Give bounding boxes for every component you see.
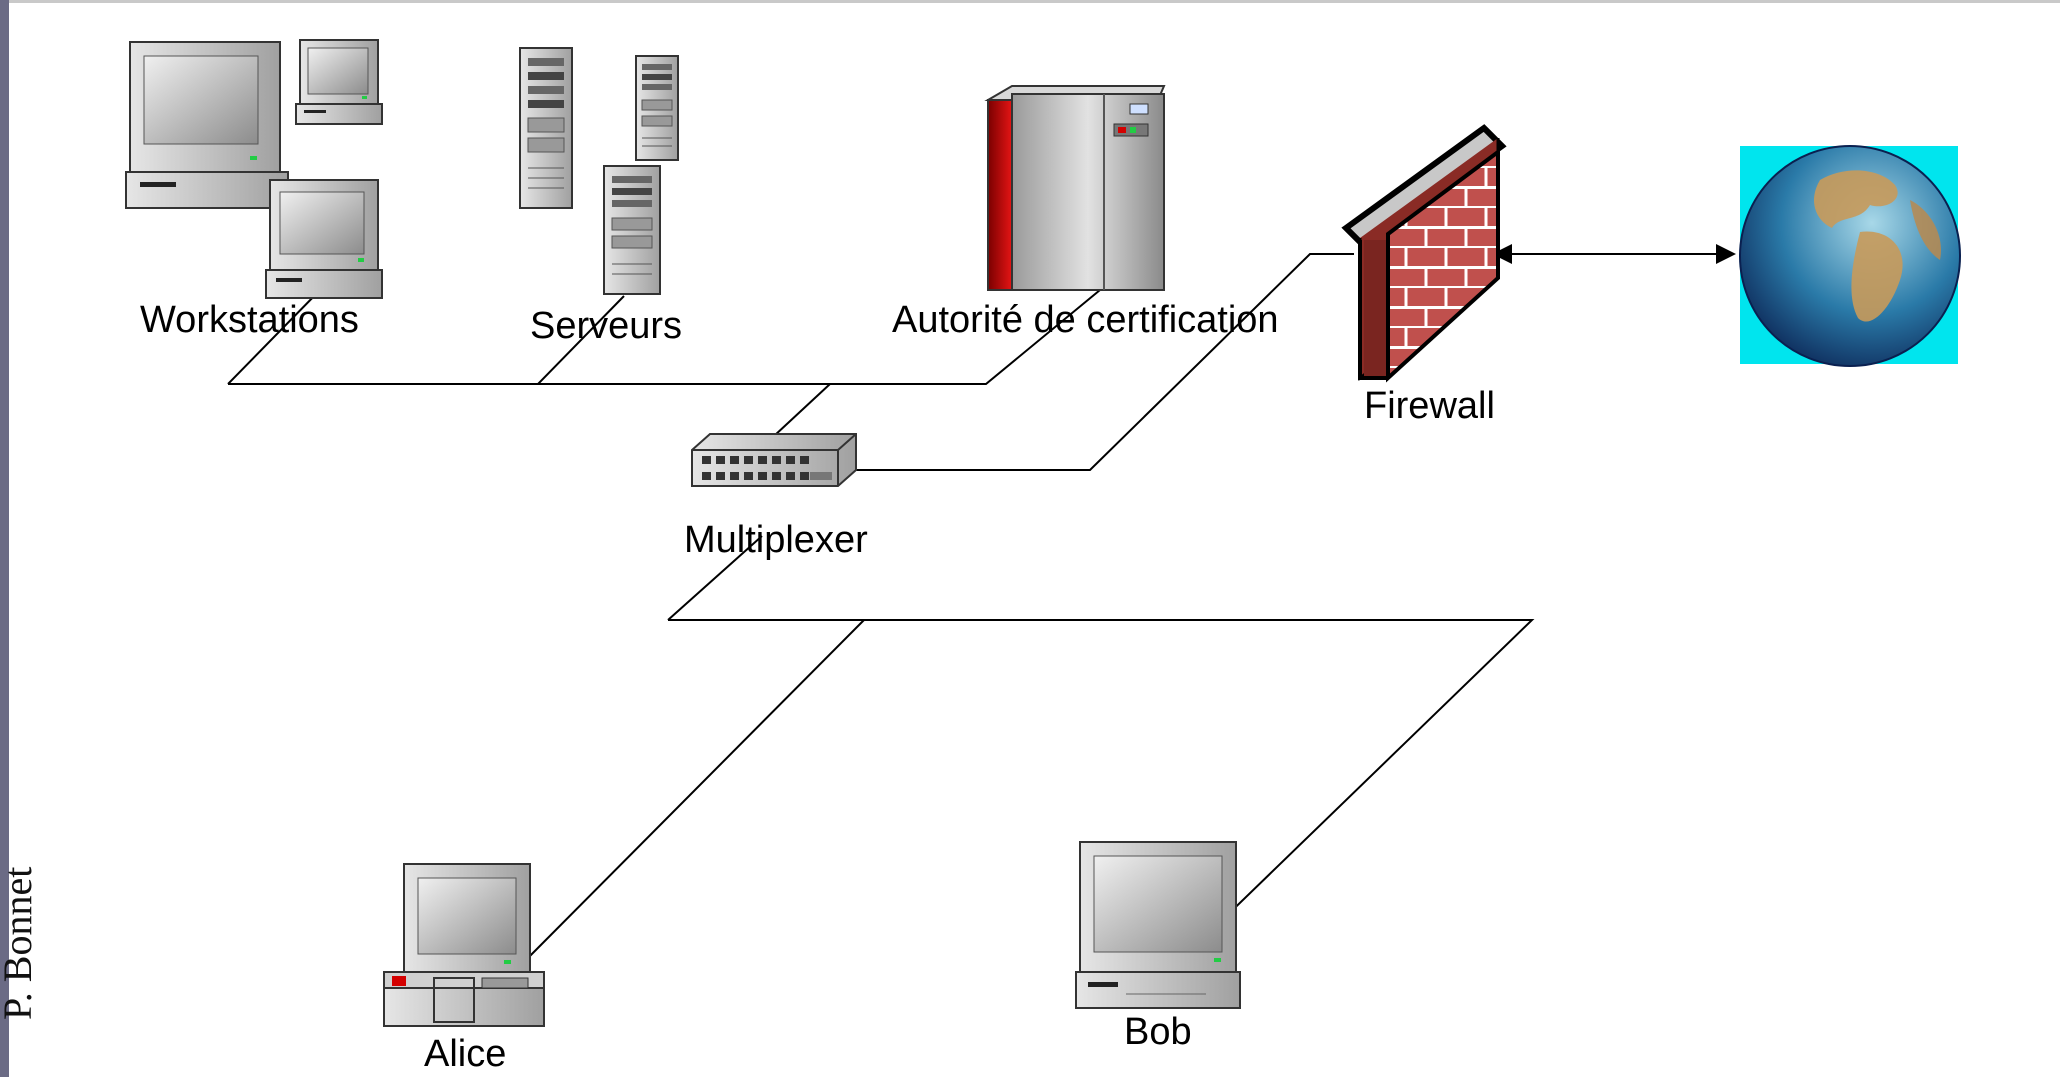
alice-link	[515, 619, 865, 971]
autorite-label: Autorité de certification	[892, 299, 1279, 341]
firewall-icon-group[interactable]: Firewall	[1341, 124, 1507, 427]
network-links	[227, 244, 1736, 991]
internet-globe-group[interactable]	[1739, 145, 1961, 367]
multiplexer-label: Multiplexer	[684, 519, 868, 561]
alice-label: Alice	[424, 1033, 506, 1075]
desktop-computer-icon	[265, 179, 383, 299]
brick-wall-icon	[1341, 124, 1507, 383]
lan-bus-line	[668, 619, 1535, 991]
backbone-line	[228, 289, 1101, 385]
mainframe-icon	[984, 85, 1166, 291]
tower-server-icon	[603, 165, 661, 295]
workstations-label: Workstations	[140, 299, 359, 341]
tower-server-icon	[519, 47, 573, 209]
workstations-link	[227, 287, 323, 385]
workstations-icon-group[interactable]: Workstations	[125, 39, 383, 341]
desktop-computer-icon	[295, 39, 383, 125]
network-hub-icon	[691, 433, 857, 487]
left-sidebar-bar	[0, 0, 9, 1077]
serveurs-label: Serveurs	[530, 305, 682, 347]
serveurs-link	[537, 295, 625, 385]
multiplexer-to-lan-link	[667, 535, 763, 621]
multiplexer-to-firewall-link	[850, 253, 1354, 471]
backbone-to-multiplexer-link	[773, 383, 831, 437]
desktop-computer-icon	[125, 41, 289, 209]
globe-icon	[1739, 145, 1961, 367]
desktop-computer-icon	[383, 863, 545, 1027]
alice-icon-group[interactable]: Alice	[383, 863, 545, 1075]
firewall-label: Firewall	[1364, 385, 1495, 427]
bob-icon-group[interactable]: Bob	[1075, 841, 1241, 1053]
top-rule	[0, 0, 2060, 3]
bob-label: Bob	[1124, 1011, 1192, 1053]
autorite-icon-group[interactable]: Autorité de certification	[892, 85, 1279, 341]
tower-server-icon	[635, 55, 679, 161]
serveurs-icon-group[interactable]: Serveurs	[519, 47, 682, 347]
desktop-computer-icon	[1075, 841, 1241, 1009]
multiplexer-icon-group[interactable]: Multiplexer	[684, 433, 868, 561]
